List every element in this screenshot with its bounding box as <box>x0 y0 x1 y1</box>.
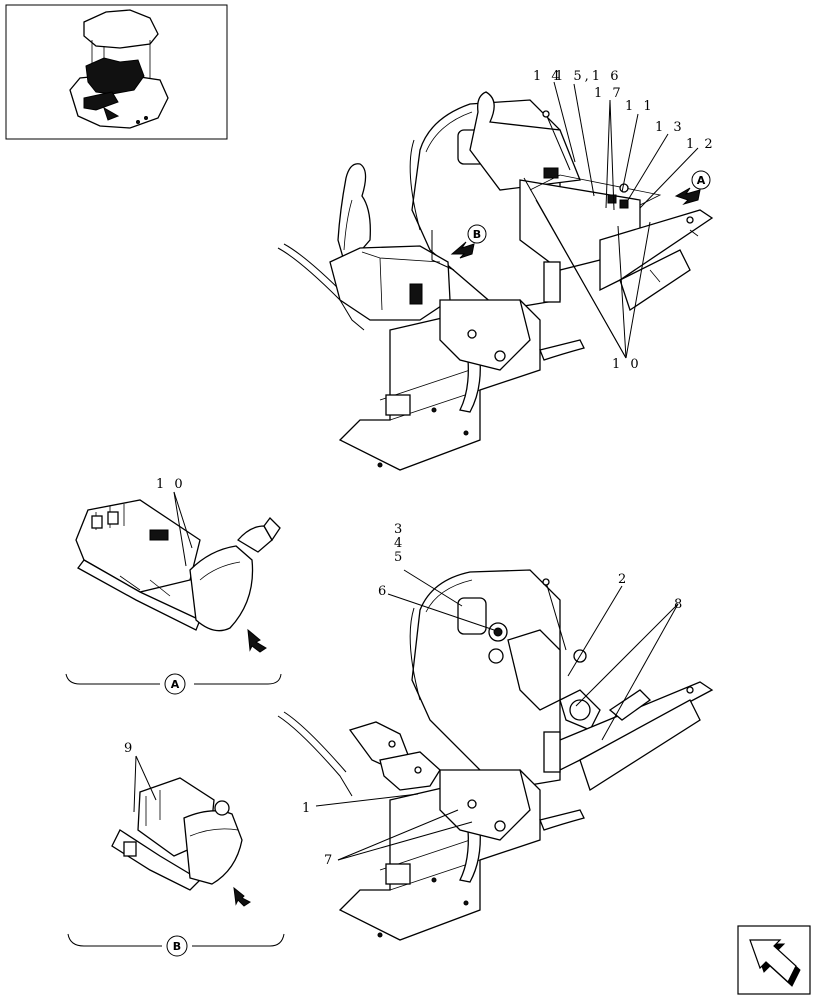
label-13: 1 3 <box>655 120 685 135</box>
label-14: 1 4 <box>533 69 563 84</box>
label-2: 2 <box>618 572 629 587</box>
top-leader-lines <box>523 81 699 359</box>
navigation-arrow-icon[interactable] <box>737 925 811 995</box>
label-15-16: 1 5,1 6 <box>555 69 621 84</box>
top-assembly-drawing <box>277 91 714 471</box>
view-a-caption: A <box>65 673 282 695</box>
view-a-arrow: A <box>674 170 711 206</box>
view-b-arrow: B <box>450 224 487 259</box>
label-6: 6 <box>378 584 389 599</box>
label-8: 8 <box>674 597 685 612</box>
label-10-view-a: 1 0 <box>156 477 186 492</box>
view-b-caption: B <box>67 933 285 957</box>
label-12: 1 2 <box>686 137 716 152</box>
view-b-marker-top: B <box>473 228 481 241</box>
bottom-leader-lines <box>315 569 679 861</box>
overview-thumbnail <box>5 4 228 140</box>
label-3: 3 <box>394 522 405 537</box>
label-17: 1 7 <box>594 86 624 101</box>
label-11: 1 1 <box>625 99 655 114</box>
label-7: 7 <box>324 853 335 868</box>
detail-view-b-drawing <box>111 755 251 907</box>
label-9: 9 <box>124 741 135 756</box>
bottom-assembly-drawing <box>277 569 714 941</box>
label-5: 5 <box>394 550 405 565</box>
label-1: 1 <box>302 801 313 816</box>
detail-view-a-drawing <box>75 491 281 653</box>
view-b-caption-letter: B <box>173 940 181 953</box>
view-a-marker-top: A <box>697 174 706 187</box>
label-10-top: 1 0 <box>612 357 642 372</box>
label-4: 4 <box>394 536 405 551</box>
view-a-caption-letter: A <box>171 678 180 691</box>
